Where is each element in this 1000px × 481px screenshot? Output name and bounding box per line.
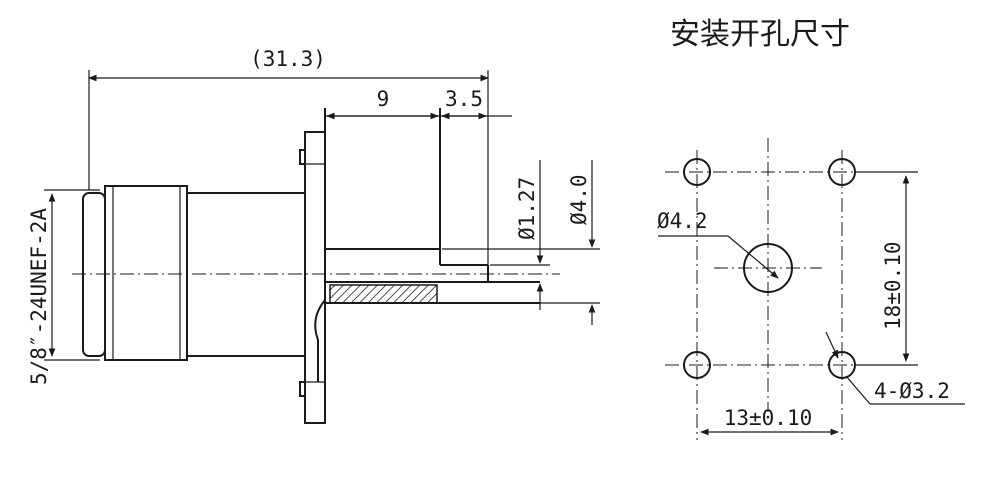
insulator-hatch [329, 284, 438, 304]
mount-hole-bottom-left [683, 351, 711, 379]
dim-vertical-spacing: 18±0.10 [855, 171, 918, 366]
mount-hole-top-left [683, 158, 711, 186]
overall-length-label: (31.3) [250, 47, 326, 71]
horizontal-spacing-label: 13±0.10 [724, 406, 813, 430]
vertical-spacing-label: 18±0.10 [881, 241, 905, 330]
center-hole-label: Ø4.2 [657, 209, 708, 233]
cutout-title: 安装开孔尺寸 [670, 17, 850, 52]
rear-tube [314, 108, 540, 382]
dim-horizontal-spacing: 13±0.10 [700, 406, 839, 436]
threaded-body [82, 185, 306, 361]
dim-9-label: 9 [377, 87, 390, 111]
side-view: (31.3) 9 3.5 Ø1.27 Ø4.0 [27, 47, 600, 424]
thread-spec-label: 5/8″-24UNEF-2A [27, 208, 51, 385]
dim-rear-lengths: 9 3.5 [325, 87, 512, 120]
dim-center-hole: Ø4.2 [657, 209, 779, 279]
center-hole [743, 243, 793, 293]
dim-pin-diameter: Ø1.27 [490, 160, 550, 310]
panel-cutout: 安装开孔尺寸 Ø4.2 18±0.10 13±0.10 [657, 17, 965, 440]
dim-insulator-diameter: Ø4.0 [442, 160, 600, 325]
dim-3-5-label: 3.5 [445, 87, 483, 111]
dim-thread: 5/8″-24UNEF-2A [27, 189, 100, 385]
insulator-diameter-label: Ø4.0 [567, 174, 591, 225]
pin-diameter-label: Ø1.27 [515, 177, 539, 240]
dim-overall-length: (31.3) [88, 47, 489, 190]
dim-mount-holes: 4-Ø3.2 [825, 331, 965, 405]
flange [299, 131, 326, 424]
mount-holes-label: 4-Ø3.2 [874, 379, 950, 403]
